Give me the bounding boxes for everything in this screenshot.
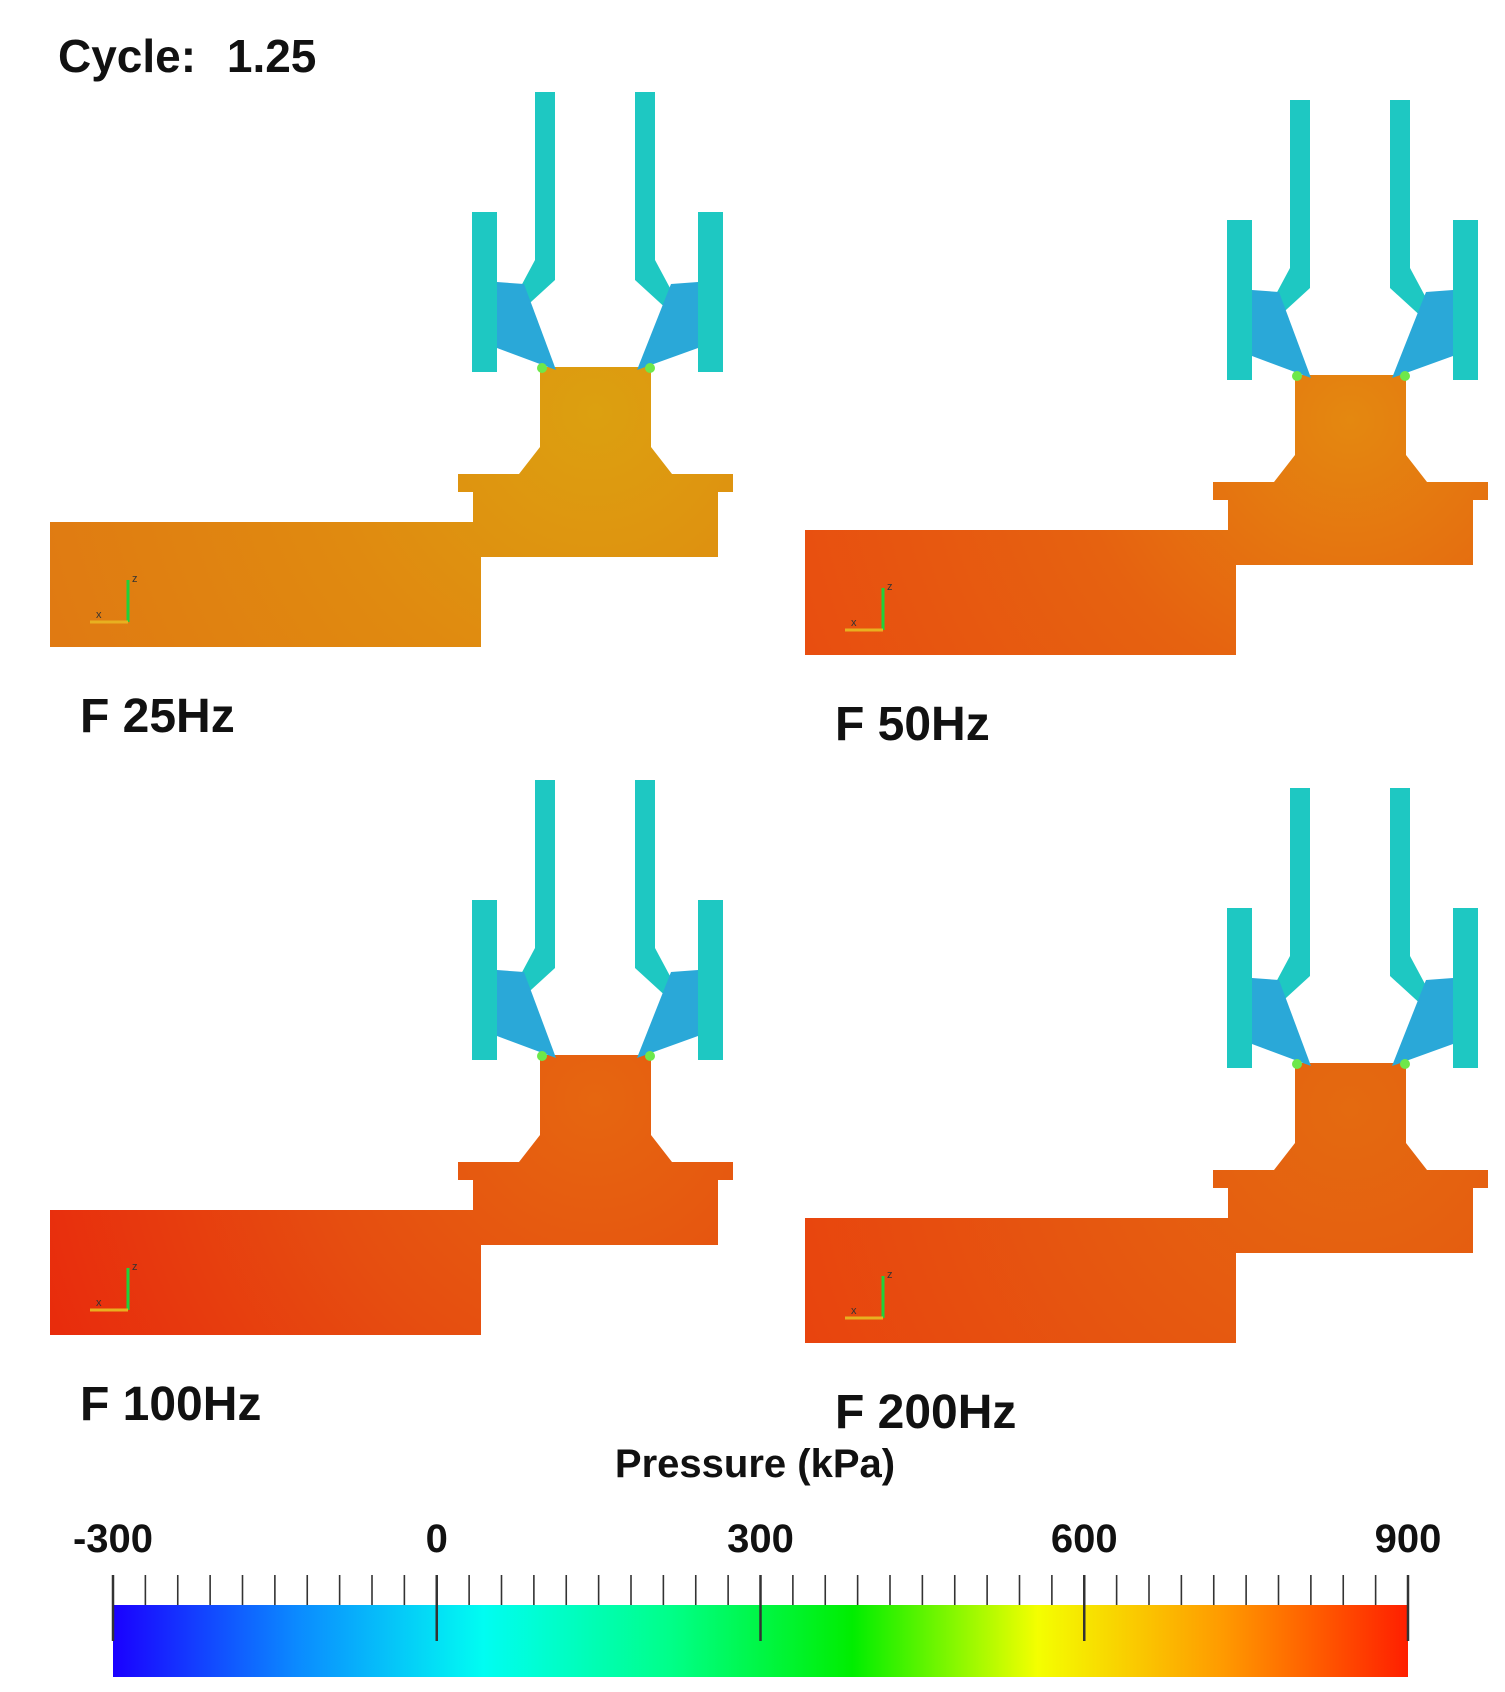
valve-wall: [1227, 220, 1252, 380]
valve-wall: [1453, 220, 1478, 380]
colorbar-tick-label: 0: [426, 1517, 448, 1561]
panel-label: F 25Hz: [80, 690, 235, 743]
panel-f-25hz: xzF 25Hz: [50, 92, 733, 743]
panel-f-50hz: xzF 50Hz: [805, 100, 1488, 751]
seat-contact: [1400, 371, 1410, 381]
valve-seat: [635, 948, 670, 1000]
seat-contact: [1292, 1059, 1302, 1069]
axis-triad: xz: [90, 573, 138, 624]
z-axis-label: z: [887, 581, 893, 593]
valve-wall: [535, 780, 555, 950]
axis-triad: xz: [845, 581, 893, 632]
x-axis-label: x: [96, 609, 102, 621]
valve-wall: [1290, 100, 1310, 270]
axis-triad: xz: [845, 1269, 893, 1320]
valve-wall: [535, 92, 555, 262]
valve-low-pressure-zone: [1252, 290, 1311, 378]
cycle-value: 1.25: [227, 30, 317, 82]
panel-label: F 50Hz: [835, 698, 990, 751]
cycle-label-text: Cycle:: [58, 30, 196, 82]
z-axis-label: z: [132, 573, 138, 585]
valve-wall: [1390, 788, 1410, 958]
valve-low-pressure-zone: [637, 970, 698, 1058]
valve-wall: [698, 900, 723, 1060]
valve-wall: [1390, 100, 1410, 270]
z-axis-label: z: [132, 1261, 138, 1273]
valve-seat: [1390, 268, 1425, 320]
colorbar-tick-labels: -300 0 300 600 900: [73, 1517, 1441, 1561]
flow-domain-body: [50, 1055, 733, 1335]
valve-wall: [1227, 908, 1252, 1068]
x-axis-label: x: [851, 1305, 857, 1317]
z-axis-label: z: [887, 1269, 893, 1281]
valve-seat: [635, 260, 670, 312]
valve-seat: [1390, 956, 1425, 1008]
valve-wall: [635, 780, 655, 950]
flow-domain-body: [805, 1063, 1488, 1343]
panel-label: F 200Hz: [835, 1386, 1016, 1439]
flow-domain-body: [805, 375, 1488, 655]
flow-domain-body: [50, 367, 733, 647]
x-axis-label: x: [96, 1297, 102, 1309]
valve-low-pressure-zone: [1252, 978, 1311, 1066]
colorbar: Pressure (kPa) -300 0 300 600 900: [73, 1442, 1441, 1677]
colorbar-title: Pressure (kPa): [615, 1442, 895, 1486]
valve-wall: [698, 212, 723, 372]
colorbar-tick-label: 300: [727, 1517, 794, 1561]
valve-low-pressure-zone: [1392, 290, 1453, 378]
colorbar-ticks: [111, 1575, 1410, 1641]
seat-contact: [645, 363, 655, 373]
valve-wall: [1453, 908, 1478, 1068]
valve-wall: [472, 212, 497, 372]
cycle-label: Cycle: 1.25: [58, 30, 316, 82]
seat-contact: [1400, 1059, 1410, 1069]
colorbar-tick-label: 600: [1051, 1517, 1118, 1561]
valve-wall: [635, 92, 655, 262]
seat-contact: [537, 363, 547, 373]
seat-contact: [537, 1051, 547, 1061]
valve-low-pressure-zone: [1392, 978, 1453, 1066]
valve-low-pressure-zone: [497, 970, 556, 1058]
colorbar-tick-label: 900: [1375, 1517, 1442, 1561]
valve-wall: [1290, 788, 1310, 958]
valve-low-pressure-zone: [497, 282, 556, 370]
seat-contact: [645, 1051, 655, 1061]
panel-f-100hz: xzF 100Hz: [50, 780, 733, 1431]
valve-low-pressure-zone: [637, 282, 698, 370]
panel-label: F 100Hz: [80, 1378, 261, 1431]
colorbar-tick-label: -300: [73, 1517, 153, 1561]
panel-f-200hz: xzF 200Hz: [805, 788, 1488, 1439]
seat-contact: [1292, 371, 1302, 381]
x-axis-label: x: [851, 617, 857, 629]
axis-triad: xz: [90, 1261, 138, 1312]
valve-wall: [472, 900, 497, 1060]
